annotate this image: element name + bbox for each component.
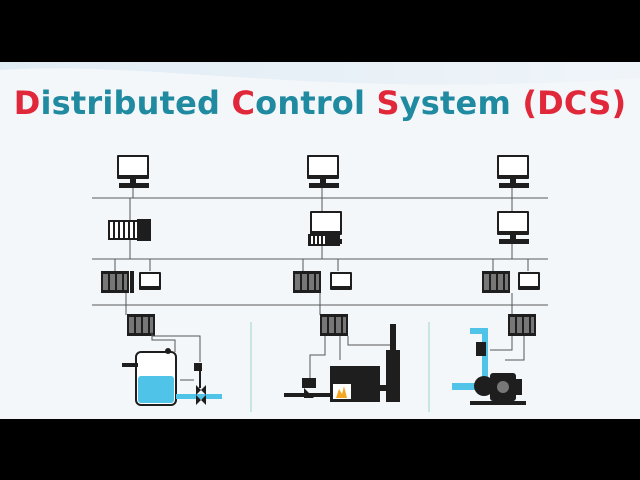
workstation-monitor-2 bbox=[307, 155, 339, 188]
letterbox-top bbox=[0, 0, 640, 62]
link bbox=[152, 335, 201, 362]
pump-casing-icon bbox=[474, 376, 494, 396]
title-letter-c: C bbox=[231, 84, 256, 122]
discharge-pipe-elbow bbox=[470, 328, 488, 334]
hmi-panel-1 bbox=[139, 272, 161, 290]
title-word-control: ontrol bbox=[255, 84, 377, 122]
tank-water bbox=[138, 376, 174, 403]
motor-end-cap bbox=[514, 379, 522, 395]
column-2 bbox=[284, 155, 400, 402]
motor-hub bbox=[497, 381, 509, 393]
inlet-pipe bbox=[122, 363, 138, 367]
server-unit bbox=[137, 219, 151, 241]
io-module-1 bbox=[127, 314, 155, 336]
link bbox=[151, 332, 176, 352]
hmi-panel-3 bbox=[518, 272, 540, 290]
flow-valve-icon bbox=[476, 342, 486, 356]
title-letter-d: D bbox=[13, 84, 41, 122]
control-valve-icon bbox=[196, 385, 206, 405]
flame-icon bbox=[336, 386, 347, 398]
io-module-3 bbox=[508, 314, 536, 336]
io-module-2 bbox=[320, 314, 348, 336]
link bbox=[505, 336, 525, 361]
fuel-valve-icon bbox=[304, 388, 314, 398]
valve-actuator-icon bbox=[194, 363, 202, 371]
title-letter-s: S bbox=[376, 84, 400, 122]
pump-base bbox=[470, 401, 526, 405]
outlet-pipe bbox=[176, 394, 222, 399]
fuel-valve-actuator-icon bbox=[302, 378, 316, 388]
link bbox=[347, 330, 393, 346]
controller-1 bbox=[101, 271, 129, 293]
link bbox=[490, 336, 513, 351]
stack-pipe bbox=[390, 324, 396, 352]
hmi-panel-2 bbox=[330, 272, 352, 290]
workstation-monitor-3 bbox=[497, 155, 529, 188]
level-sensor-icon bbox=[165, 348, 171, 354]
controller-unit bbox=[130, 271, 134, 293]
workstation-monitor-1 bbox=[117, 155, 149, 188]
letterbox-bottom bbox=[0, 419, 640, 480]
chimney-stack bbox=[386, 350, 400, 402]
header-wave bbox=[0, 62, 640, 85]
title-word-distributed: istributed bbox=[40, 84, 232, 122]
diagram-title: Distributed Control System (DCS) bbox=[0, 84, 640, 122]
column-3 bbox=[452, 155, 540, 405]
flue-joint bbox=[380, 385, 386, 391]
controller-3 bbox=[482, 271, 510, 293]
suction-pipe bbox=[452, 383, 482, 390]
title-acronym: (DCS) bbox=[522, 84, 627, 122]
column-1 bbox=[101, 155, 222, 406]
operator-monitor-3 bbox=[497, 211, 529, 244]
title-word-system: ystem bbox=[399, 84, 523, 122]
controller-2 bbox=[293, 271, 321, 293]
link bbox=[309, 336, 326, 378]
